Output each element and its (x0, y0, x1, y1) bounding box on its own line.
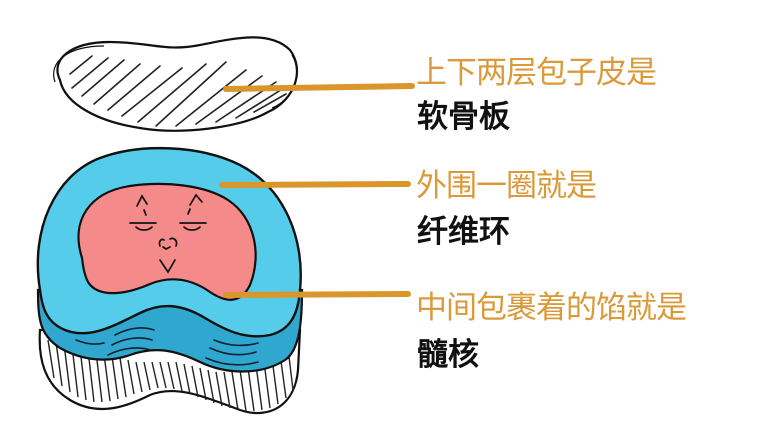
mouth-icon (159, 259, 176, 274)
left-brow-icon (136, 194, 148, 207)
cartilage-term: 软骨板 (417, 99, 510, 135)
leader-lines (219, 83, 415, 298)
cartilage-endplate-shape (53, 36, 299, 132)
leader-line-nucleus (223, 291, 411, 298)
nucleus-shape (77, 182, 257, 301)
annulus-term: 纤维环 (417, 214, 510, 250)
cartilage-description: 上下两层包子皮是 (416, 55, 657, 91)
annulus-description: 外围一圈就是 (416, 168, 597, 204)
nucleus-description: 中间包裹着的馅就是 (416, 290, 687, 326)
hatch-lines (69, 55, 287, 127)
disc-body-shape (36, 146, 304, 415)
leader-line-annulus (219, 181, 411, 188)
leader-line-cartilage (223, 83, 415, 92)
nucleus-term: 髓核 (417, 337, 479, 373)
nose-icon (158, 237, 178, 250)
bottom-hatch-lines (47, 339, 294, 412)
right-brow-icon (189, 193, 203, 206)
annulus-side-ridges (75, 327, 259, 366)
nucleus-face (129, 193, 207, 274)
